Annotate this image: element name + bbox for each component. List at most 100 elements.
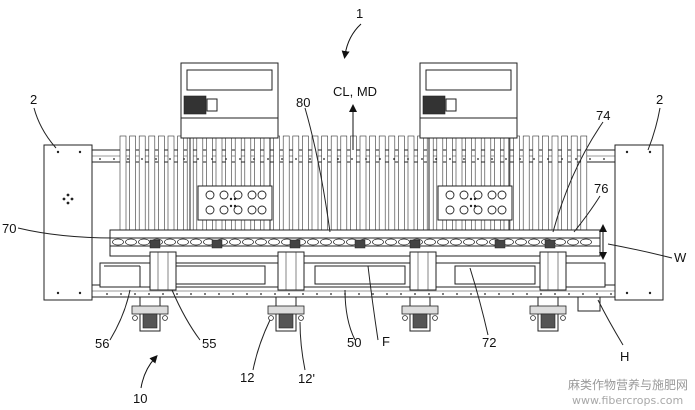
rivet [134, 293, 136, 295]
roller [333, 238, 345, 246]
roller-hub [409, 239, 421, 249]
rivet [162, 293, 164, 295]
left-hole-plate [197, 185, 273, 221]
rivet [554, 293, 556, 295]
rivet [246, 293, 248, 295]
rivet [232, 293, 234, 295]
slat [426, 135, 434, 233]
rivet [561, 158, 563, 160]
roller [528, 238, 540, 246]
rivet [330, 293, 332, 295]
foot-block [412, 313, 428, 329]
slat [369, 135, 376, 233]
rivet [281, 158, 283, 160]
corner-bracket [577, 296, 601, 312]
watermark-url: www.fibercrops.com [572, 394, 683, 407]
plate-hole [473, 190, 483, 200]
plate-hole [205, 190, 215, 200]
slat [561, 135, 568, 233]
plate-hole [487, 190, 497, 200]
roller [112, 238, 124, 246]
rivet [435, 158, 437, 160]
slat [282, 135, 290, 233]
label-f: F [382, 334, 390, 349]
roller [450, 238, 462, 246]
rivet [120, 293, 122, 295]
foot-bolt [132, 315, 138, 321]
roller [463, 238, 475, 246]
slat [158, 135, 165, 233]
slat [129, 135, 136, 233]
roller [372, 238, 384, 246]
plate-hole [233, 205, 243, 215]
foot-block [142, 313, 158, 329]
rivet [169, 158, 171, 160]
slat [388, 135, 396, 233]
slat [378, 135, 386, 233]
rivet [379, 158, 381, 160]
foot-clamp [267, 305, 305, 315]
rivet [568, 293, 570, 295]
rivet [323, 158, 325, 160]
plate-hole [219, 205, 229, 215]
foot-bolt [402, 315, 408, 321]
rivet [218, 293, 220, 295]
roller [268, 238, 280, 246]
roller [424, 238, 436, 246]
slat [311, 135, 319, 233]
slat [513, 135, 520, 233]
plate-bolt [473, 197, 477, 201]
plate-hole [205, 205, 215, 215]
label-10-arrow [140, 355, 158, 389]
rivet [106, 293, 108, 295]
rivet [498, 293, 500, 295]
roller-hub [289, 239, 301, 249]
roller [398, 238, 410, 246]
plate-bolt [473, 204, 477, 208]
roller [177, 238, 189, 246]
roller [138, 238, 150, 246]
roller [580, 238, 592, 246]
plate-bolt [469, 204, 473, 208]
rivet [428, 293, 430, 295]
slat [273, 135, 280, 233]
slat [542, 135, 549, 233]
plate-hole [497, 205, 507, 215]
right-side-frame [614, 144, 664, 301]
rivet [519, 158, 521, 160]
foot-bolt [162, 315, 168, 321]
rivet [148, 293, 150, 295]
rivet [526, 293, 528, 295]
rivet [267, 158, 269, 160]
slat [398, 135, 405, 233]
rivet [582, 293, 584, 295]
foot-bolt [432, 315, 438, 321]
roller [229, 238, 241, 246]
rivet [99, 158, 101, 160]
rivet [449, 158, 451, 160]
foot-bolt [560, 315, 566, 321]
rivet [190, 293, 192, 295]
slat [292, 135, 300, 233]
rivet [295, 158, 297, 160]
bottom-feet [131, 296, 601, 332]
rivet [197, 158, 199, 160]
label-74: 74 [596, 108, 610, 123]
rivet [491, 158, 493, 160]
post [539, 251, 567, 291]
foot-bolt [298, 315, 304, 321]
label-55: 55 [202, 336, 216, 351]
plate-hole [233, 190, 243, 200]
rivet [127, 158, 129, 160]
rivet [414, 293, 416, 295]
post [409, 251, 437, 291]
roller [320, 238, 332, 246]
label-70: 70 [2, 221, 16, 236]
foot-clamp [529, 305, 567, 315]
rivet [589, 158, 591, 160]
plate-hole [459, 205, 469, 215]
rivet [141, 158, 143, 160]
roller [255, 238, 267, 246]
rivet [484, 293, 486, 295]
label-10: 10 [133, 391, 147, 406]
